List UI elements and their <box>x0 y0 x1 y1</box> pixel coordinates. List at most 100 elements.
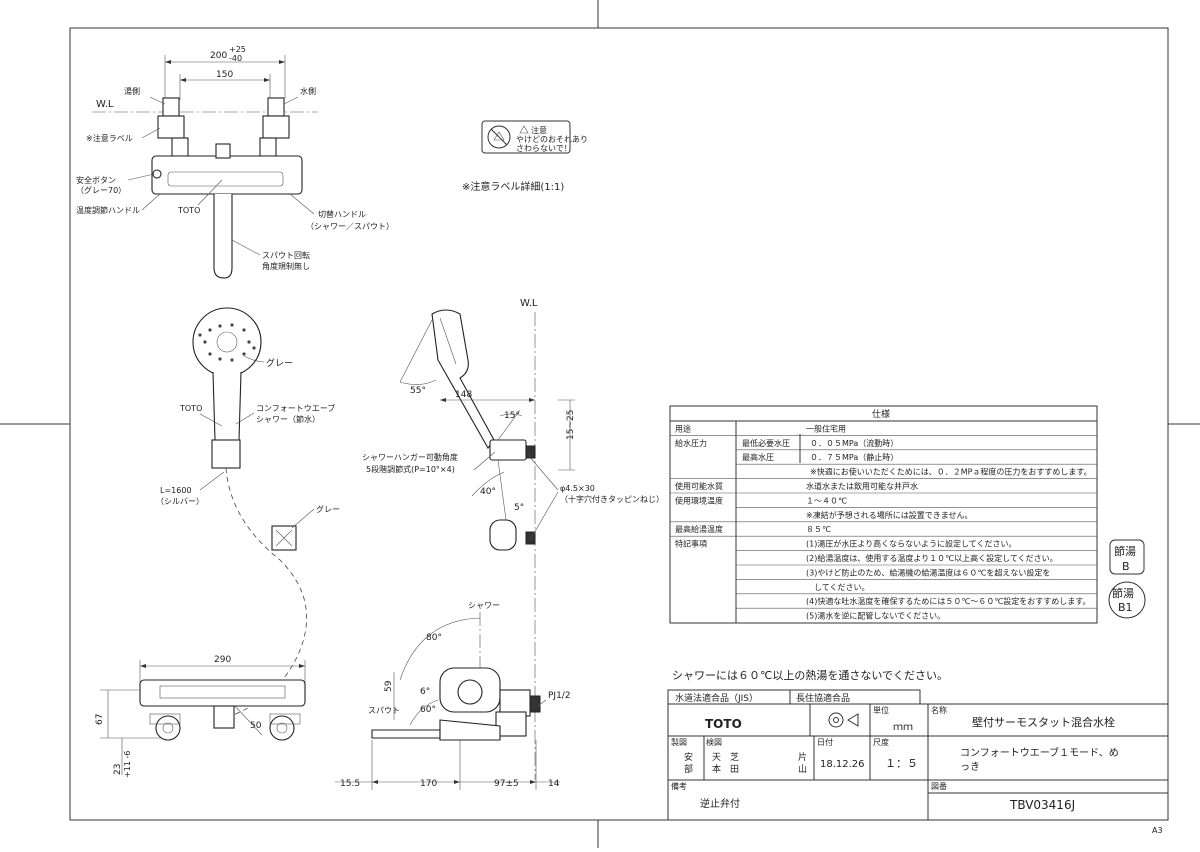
angle-15: 15° <box>504 411 520 421</box>
spec-row-label: 使用環境温度 <box>675 495 723 505</box>
dim-15-5: 15.5 <box>340 779 360 789</box>
caution-line-2: さわらないで！ <box>516 144 572 153</box>
caution-label-caption: ※注意ラベル詳細(1:1) <box>462 180 564 193</box>
switch-handle-label: 切替ハンドル <box>318 209 366 219</box>
check-name-3: 片 <box>798 751 807 763</box>
dim-50: 50 <box>250 721 262 731</box>
title-block: 水道法適合品（JIS） 長住協適合品 TOTO 単位 ｍｍ 名称 壁付サーモスタ… <box>667 689 1169 835</box>
spec-row-value: 一般住宅用 <box>806 423 846 433</box>
hose-color-label: （シルバー） <box>156 497 204 506</box>
hanger-gray-label: グレー <box>316 504 340 514</box>
spout-direction-label: スパウト <box>368 706 400 715</box>
spec-row-value: ※凍結が予想される場所には設置できません。 <box>806 510 972 520</box>
dim-23-tol: +11 -6 <box>123 751 132 778</box>
made-label: 製図 <box>671 737 687 747</box>
spec-row-value: (4)快適な吐水温度を確保するためには５０℃～６０℃設定をおすすめします。 <box>806 596 1091 606</box>
spec-row-value: (5)湯水を逆に配管しないでください。 <box>806 611 945 621</box>
wl-label-top: W.L <box>96 99 114 110</box>
angle-40: 40° <box>480 487 496 497</box>
spec-row-label: 使用可能水質 <box>675 481 723 491</box>
check-label: 検図 <box>706 737 722 747</box>
top-view: 200 +25 -40 150 W.L 湯側 水側 ※注意ラベル 安全ボタン <box>76 45 394 279</box>
screw-size: φ4.5×30 <box>560 484 595 493</box>
warning-triangle-icon <box>519 125 529 134</box>
spec-row-value: (3)やけど防止のため、給湯機の給湯温度は６０℃を超えない設定を <box>806 567 1050 577</box>
bottom-side-view: シャワー 80° 59 6° スパウト 60° PJ1/2 15.5 170 9… <box>335 601 571 790</box>
scale-label: 尺度 <box>873 737 889 747</box>
shower-name-label: コンフォートウエーブ <box>256 403 335 413</box>
spec-row-value: ０．７５MPa（静止時） <box>810 452 898 462</box>
caution-line-1: やけどのおそれあり <box>516 135 588 144</box>
projection-symbol <box>828 712 859 728</box>
angle-60: 60° <box>420 705 436 715</box>
angle-55: 55° <box>410 386 426 396</box>
safety-button-label: 安全ボタン <box>76 175 116 185</box>
note-value: 逆止弁付 <box>700 797 740 810</box>
date-label: 日付 <box>817 737 833 747</box>
dim-200-tol-lower: -40 <box>229 54 242 63</box>
spec-row-value: (1)湯圧が水圧より高くならないように設定してください。 <box>806 539 1017 549</box>
pipe-thread-label: PJ1/2 <box>548 691 571 701</box>
caution-label-detail: 注意 やけどのおそれあり さわらないで！ ※注意ラベル詳細(1:1) <box>462 120 588 193</box>
spec-row-sublabel: 最低必要水圧 <box>742 438 790 448</box>
cert-choju: 長住協適合品 <box>796 692 850 704</box>
spec-row-value: ０．０５MPa（流動時） <box>810 438 898 448</box>
product-desc-1: コンフォートウエーブ１モード、め <box>960 746 1119 759</box>
note-label: 備考 <box>671 781 687 791</box>
check-name-4: 山 <box>798 764 807 775</box>
cert-jis: 水道法適合品（JIS） <box>675 692 758 704</box>
drawing-no-label: 図番 <box>931 781 947 791</box>
dim-290: 290 <box>214 655 231 665</box>
spec-row-label: 用途 <box>675 423 691 433</box>
drawing-number: TBV03416J <box>1009 798 1075 812</box>
spout-rotation-sub: 角度規制無し <box>262 261 310 271</box>
dim-59: 59 <box>384 680 394 692</box>
dim-15-25: 15~25 <box>566 410 576 440</box>
hot-water-warning: シャワーには６０℃以上の熱湯を通さないでください。 <box>672 669 948 682</box>
toto-mark-label: TOTO <box>177 206 200 215</box>
spec-row-value: １～４０℃ <box>806 496 847 505</box>
made-name-1: 安 <box>684 751 693 763</box>
dim-23: 23 <box>113 764 123 775</box>
check-name-1: 天 芝 <box>712 751 739 763</box>
unit-label: 単位 <box>873 705 889 715</box>
caution-title: 注意 <box>531 125 547 135</box>
badge-setsuyu-b1: 節湯 B1 <box>1108 581 1146 619</box>
unit-value: ｍｍ <box>893 722 913 733</box>
hanger-angle-label: シャワーハンガー可動角度 <box>362 452 458 462</box>
caution-label-note: ※注意ラベル <box>86 133 133 143</box>
dim-200-tol-upper: +25 <box>229 45 246 54</box>
badge-b-line2: B <box>1122 560 1130 573</box>
shower-gray-label: グレー <box>266 357 293 369</box>
name-label: 名称 <box>931 705 947 715</box>
dim-200: 200 <box>210 51 227 61</box>
dim-67: 67 <box>95 714 105 725</box>
spec-row-label: 給水圧力 <box>675 438 707 448</box>
product-name: 壁付サーモスタット混合水栓 <box>972 715 1115 729</box>
product-desc-2: っき <box>960 761 980 773</box>
side-view: W.L 55° 148 15° 15~25 シャワーハンガー可動角度 5段階調節… <box>362 298 664 780</box>
screw-type: （十字穴付きタッピンねじ） <box>560 494 664 504</box>
toto-logo: TOTO <box>705 717 742 731</box>
spec-row-value: 水道水または飲用可能な井戸水 <box>806 481 918 491</box>
wl-label-side: W.L <box>520 298 538 309</box>
dim-170: 170 <box>420 779 437 789</box>
hanger-angle-sub: 5段階調節式(P=10°×4) <box>366 464 455 474</box>
angle-80: 80° <box>426 633 442 643</box>
badge-b1-line2: B1 <box>1118 601 1133 614</box>
shower-name-sub: シャワー（節水） <box>256 414 320 424</box>
angle-5: 5° <box>514 503 524 513</box>
spec-row-value: してください。 <box>806 583 870 592</box>
shower-toto-label: TOTO <box>179 404 202 413</box>
cold-side-label: 水側 <box>300 86 316 96</box>
spec-table-title: 仕様 <box>872 408 890 420</box>
no-touch-icon <box>493 131 505 141</box>
date-value: 18.12.26 <box>820 759 865 770</box>
spec-row-value: (2)給湯温度は、使用する温度より１０℃以上高く設定してください。 <box>806 553 1058 563</box>
made-name-2: 部 <box>684 763 693 775</box>
spec-row-label: 最高給湯温度 <box>675 524 723 534</box>
